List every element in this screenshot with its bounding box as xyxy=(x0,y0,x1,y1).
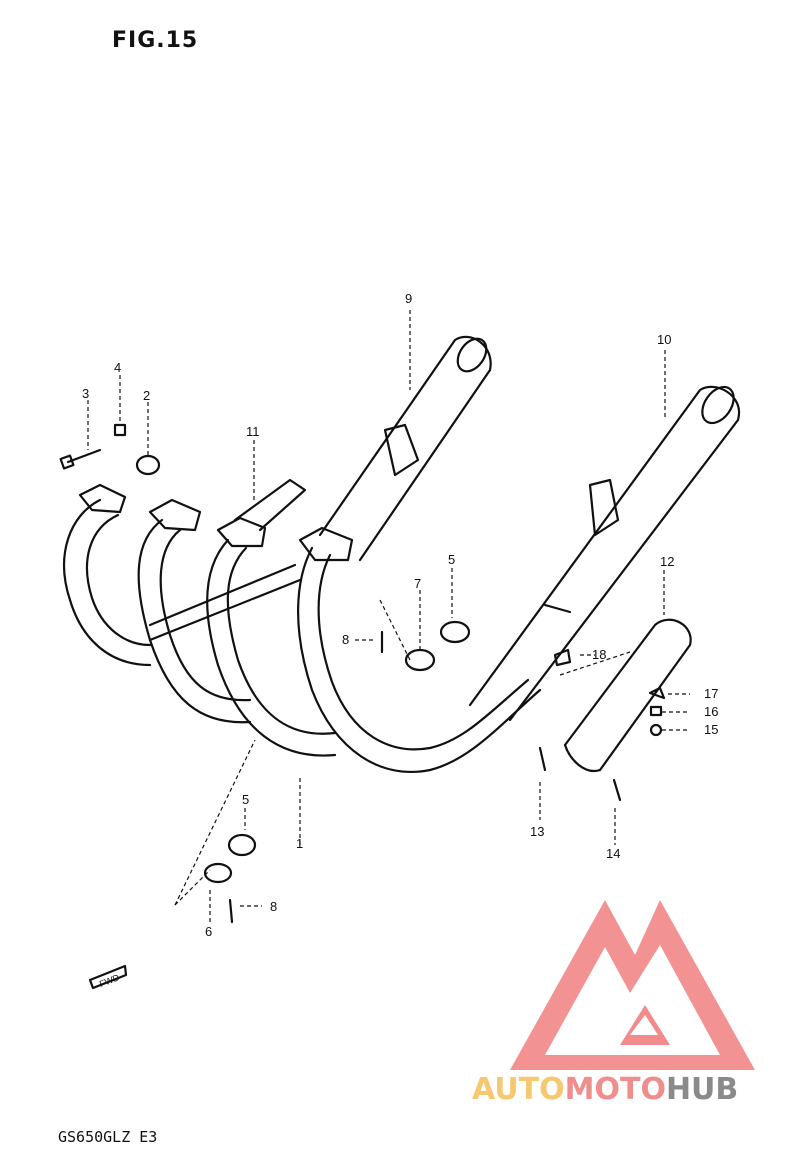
callout-4: 4 xyxy=(114,360,121,375)
muffler-joint-5 xyxy=(439,620,471,644)
callout-8-lower: 8 xyxy=(270,899,277,914)
heat-shield xyxy=(563,618,692,773)
callout-10: 10 xyxy=(657,332,671,347)
watermark-hub: HUB xyxy=(665,1072,739,1107)
callout-5-upper: 5 xyxy=(448,552,455,567)
callout-5-lower: 5 xyxy=(242,792,249,807)
callout-17: 17 xyxy=(704,686,718,701)
callout-14: 14 xyxy=(606,846,620,861)
callout-15: 15 xyxy=(704,722,718,737)
exhaust-header-pipe-3 xyxy=(206,538,337,757)
callout-13: 13 xyxy=(530,824,544,839)
exhaust-header-pipe-1 xyxy=(63,498,152,667)
washer-16 xyxy=(649,705,663,717)
callout-16: 16 xyxy=(704,704,718,719)
watermark-auto: AUTO xyxy=(472,1072,565,1107)
callout-6: 6 xyxy=(205,924,212,939)
muffler-left xyxy=(318,335,492,562)
automotohub-logo-mark xyxy=(510,900,755,1070)
callout-1: 1 xyxy=(296,836,303,851)
callout-12: 12 xyxy=(660,554,674,569)
balance-pipe xyxy=(148,578,302,642)
callout-8-upper: 8 xyxy=(342,632,349,647)
bolt-15 xyxy=(649,723,663,737)
nut-18 xyxy=(553,648,572,667)
clamp-bolt-8-lower xyxy=(228,898,234,924)
exhaust-bracket xyxy=(233,478,307,532)
callout-11: 11 xyxy=(246,424,260,439)
gasket-2 xyxy=(135,454,161,476)
callout-7: 7 xyxy=(414,576,421,591)
cushion-17 xyxy=(648,686,666,700)
muffler-right xyxy=(468,385,741,722)
bolt-3 xyxy=(59,448,102,470)
bolt-13 xyxy=(538,746,547,772)
figure-title: FIG.15 xyxy=(112,28,199,53)
nut-4 xyxy=(113,423,127,437)
callout-18: 18 xyxy=(592,647,606,662)
callout-3: 3 xyxy=(82,386,89,401)
callout-9: 9 xyxy=(405,291,412,306)
exhaust-header-pipe-4 xyxy=(297,546,542,773)
bolt-14 xyxy=(612,778,622,802)
watermark-moto: MOTO xyxy=(564,1072,666,1107)
clamp-7 xyxy=(404,648,436,672)
callout-2: 2 xyxy=(143,388,150,403)
automotohub-watermark: AUTOMOTOHUB xyxy=(472,1072,792,1107)
forward-arrow-icon xyxy=(88,964,128,990)
model-code: GS650GLZ E3 xyxy=(58,1128,158,1146)
clamp-6 xyxy=(203,862,233,884)
muffler-joint-5-lower xyxy=(227,833,257,857)
